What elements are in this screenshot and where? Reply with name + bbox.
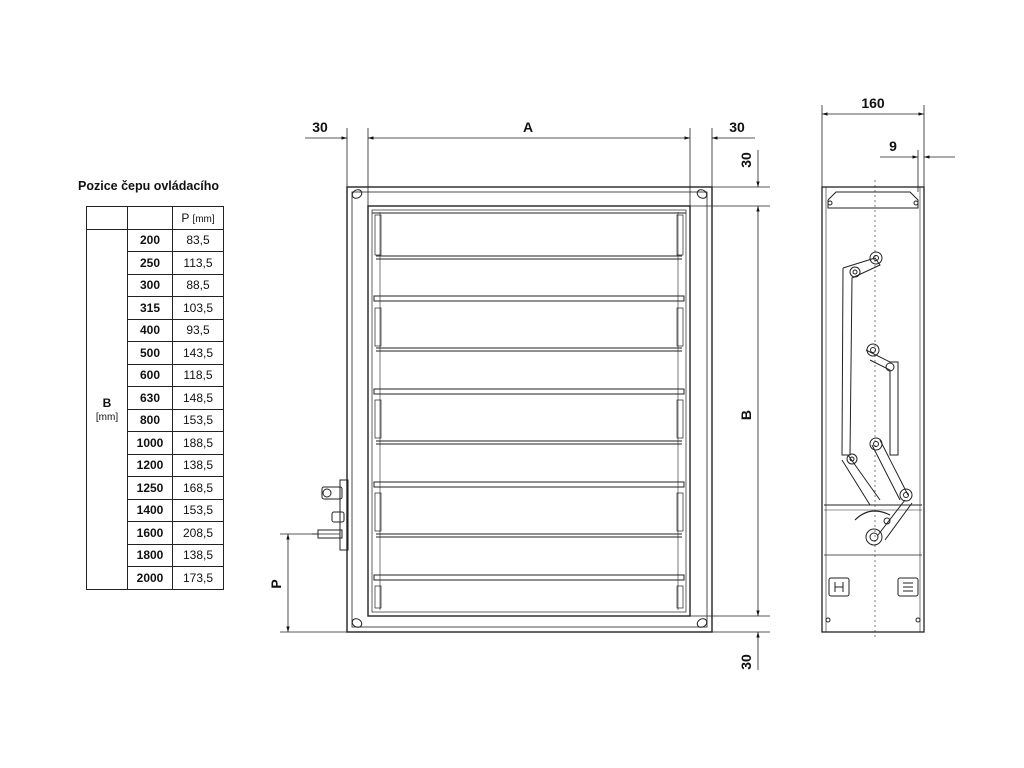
dim-depth-label: 160 <box>861 95 885 111</box>
dim-pin-label: P <box>268 579 284 588</box>
p-value-cell: 188,5 <box>172 431 224 455</box>
b-value-cell: 2000 <box>127 566 173 590</box>
table-title: Pozice čepu ovládacího <box>78 179 220 193</box>
pivot-point-icon <box>846 251 913 546</box>
b-unit: [mm] <box>95 411 119 423</box>
inner-opening <box>367 205 691 617</box>
p-header-unit: [mm] <box>192 213 215 225</box>
table-header-row: P [mm] <box>86 206 224 230</box>
side-view <box>821 180 925 640</box>
b-value-cell: 400 <box>127 318 173 342</box>
p-header-label: P <box>181 210 190 225</box>
p-value-cell: 143,5 <box>172 341 224 365</box>
dim-offset-label: 9 <box>889 138 897 154</box>
control-pin-icon <box>312 479 349 551</box>
dim-top-label: 30 <box>738 152 754 168</box>
damper-blades <box>372 212 686 581</box>
dim-height-label: B <box>738 410 754 420</box>
corner-hole-icon <box>351 189 708 628</box>
linkage-arm <box>841 257 913 541</box>
p-value-cell: 103,5 <box>172 296 224 320</box>
p-value-cell: 168,5 <box>172 476 224 500</box>
p-value-cell: 153,5 <box>172 408 224 432</box>
outer-frame <box>346 186 713 633</box>
b-value-cell: 300 <box>127 273 173 297</box>
side-dimensions <box>821 105 955 192</box>
front-dimensions <box>280 128 770 670</box>
dim-right-label: 30 <box>729 119 745 135</box>
dim-width-label: A <box>523 119 533 135</box>
dim-left-label: 30 <box>312 119 328 135</box>
b-label-cell: B[mm] <box>86 228 128 590</box>
b-value-cell: 1000 <box>127 431 173 455</box>
p-value-cell: 83,5 <box>172 228 224 252</box>
b-value-cell: 200 <box>127 228 173 252</box>
front-view <box>312 186 713 633</box>
b-label: B <box>102 395 112 410</box>
marking-icon <box>828 577 919 597</box>
side-housing <box>821 186 925 633</box>
dim-bottom-label: 30 <box>738 654 754 670</box>
p-value-cell: 173,5 <box>172 566 224 590</box>
p-value-cell: 148,5 <box>172 386 224 410</box>
p-value-cell: 113,5 <box>172 251 224 275</box>
header-p-cell: P [mm] <box>172 206 224 230</box>
b-value-cell: 1200 <box>127 453 173 477</box>
p-value-cell: 88,5 <box>172 273 224 297</box>
